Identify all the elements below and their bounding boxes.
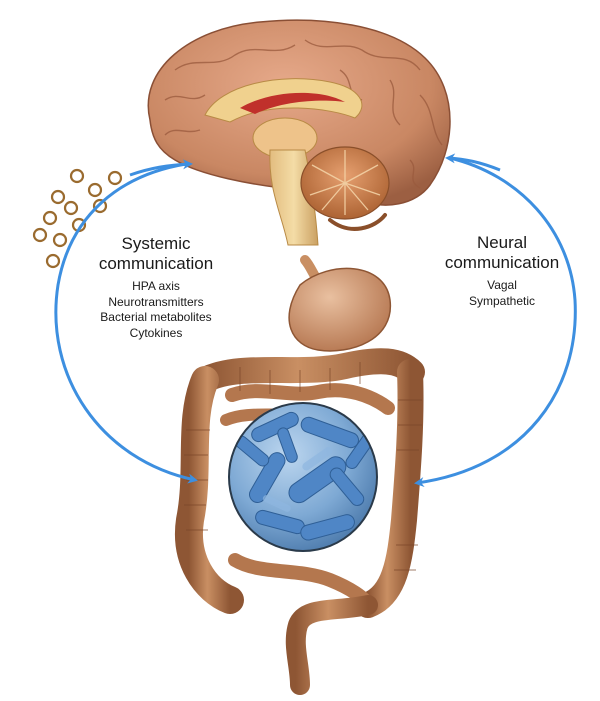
systemic-arrow bbox=[54, 159, 198, 484]
systemic-title-line2: communication bbox=[98, 253, 214, 273]
systemic-communication-block: Systemic communication HPA axis Neurotra… bbox=[62, 234, 250, 341]
neural-title-line1: Neural bbox=[476, 233, 528, 252]
systemic-item: Bacterial metabolites bbox=[100, 310, 212, 325]
neural-communication-block: Neural communication Vagal Sympathetic bbox=[432, 233, 572, 309]
systemic-title-line1: Systemic bbox=[121, 234, 191, 253]
neural-title-line2: communication bbox=[444, 252, 560, 272]
neural-arrow bbox=[414, 153, 577, 487]
gut-illustration bbox=[175, 255, 425, 695]
metabolite-particles bbox=[32, 168, 123, 269]
systemic-item: Neurotransmitters bbox=[108, 294, 204, 309]
brain-illustration bbox=[147, 19, 451, 246]
systemic-item: HPA axis bbox=[132, 279, 180, 294]
neural-item: Vagal bbox=[487, 278, 517, 293]
neural-item: Sympathetic bbox=[468, 293, 536, 308]
systemic-item: Cytokines bbox=[129, 325, 183, 340]
microbiome-lens bbox=[228, 402, 378, 552]
